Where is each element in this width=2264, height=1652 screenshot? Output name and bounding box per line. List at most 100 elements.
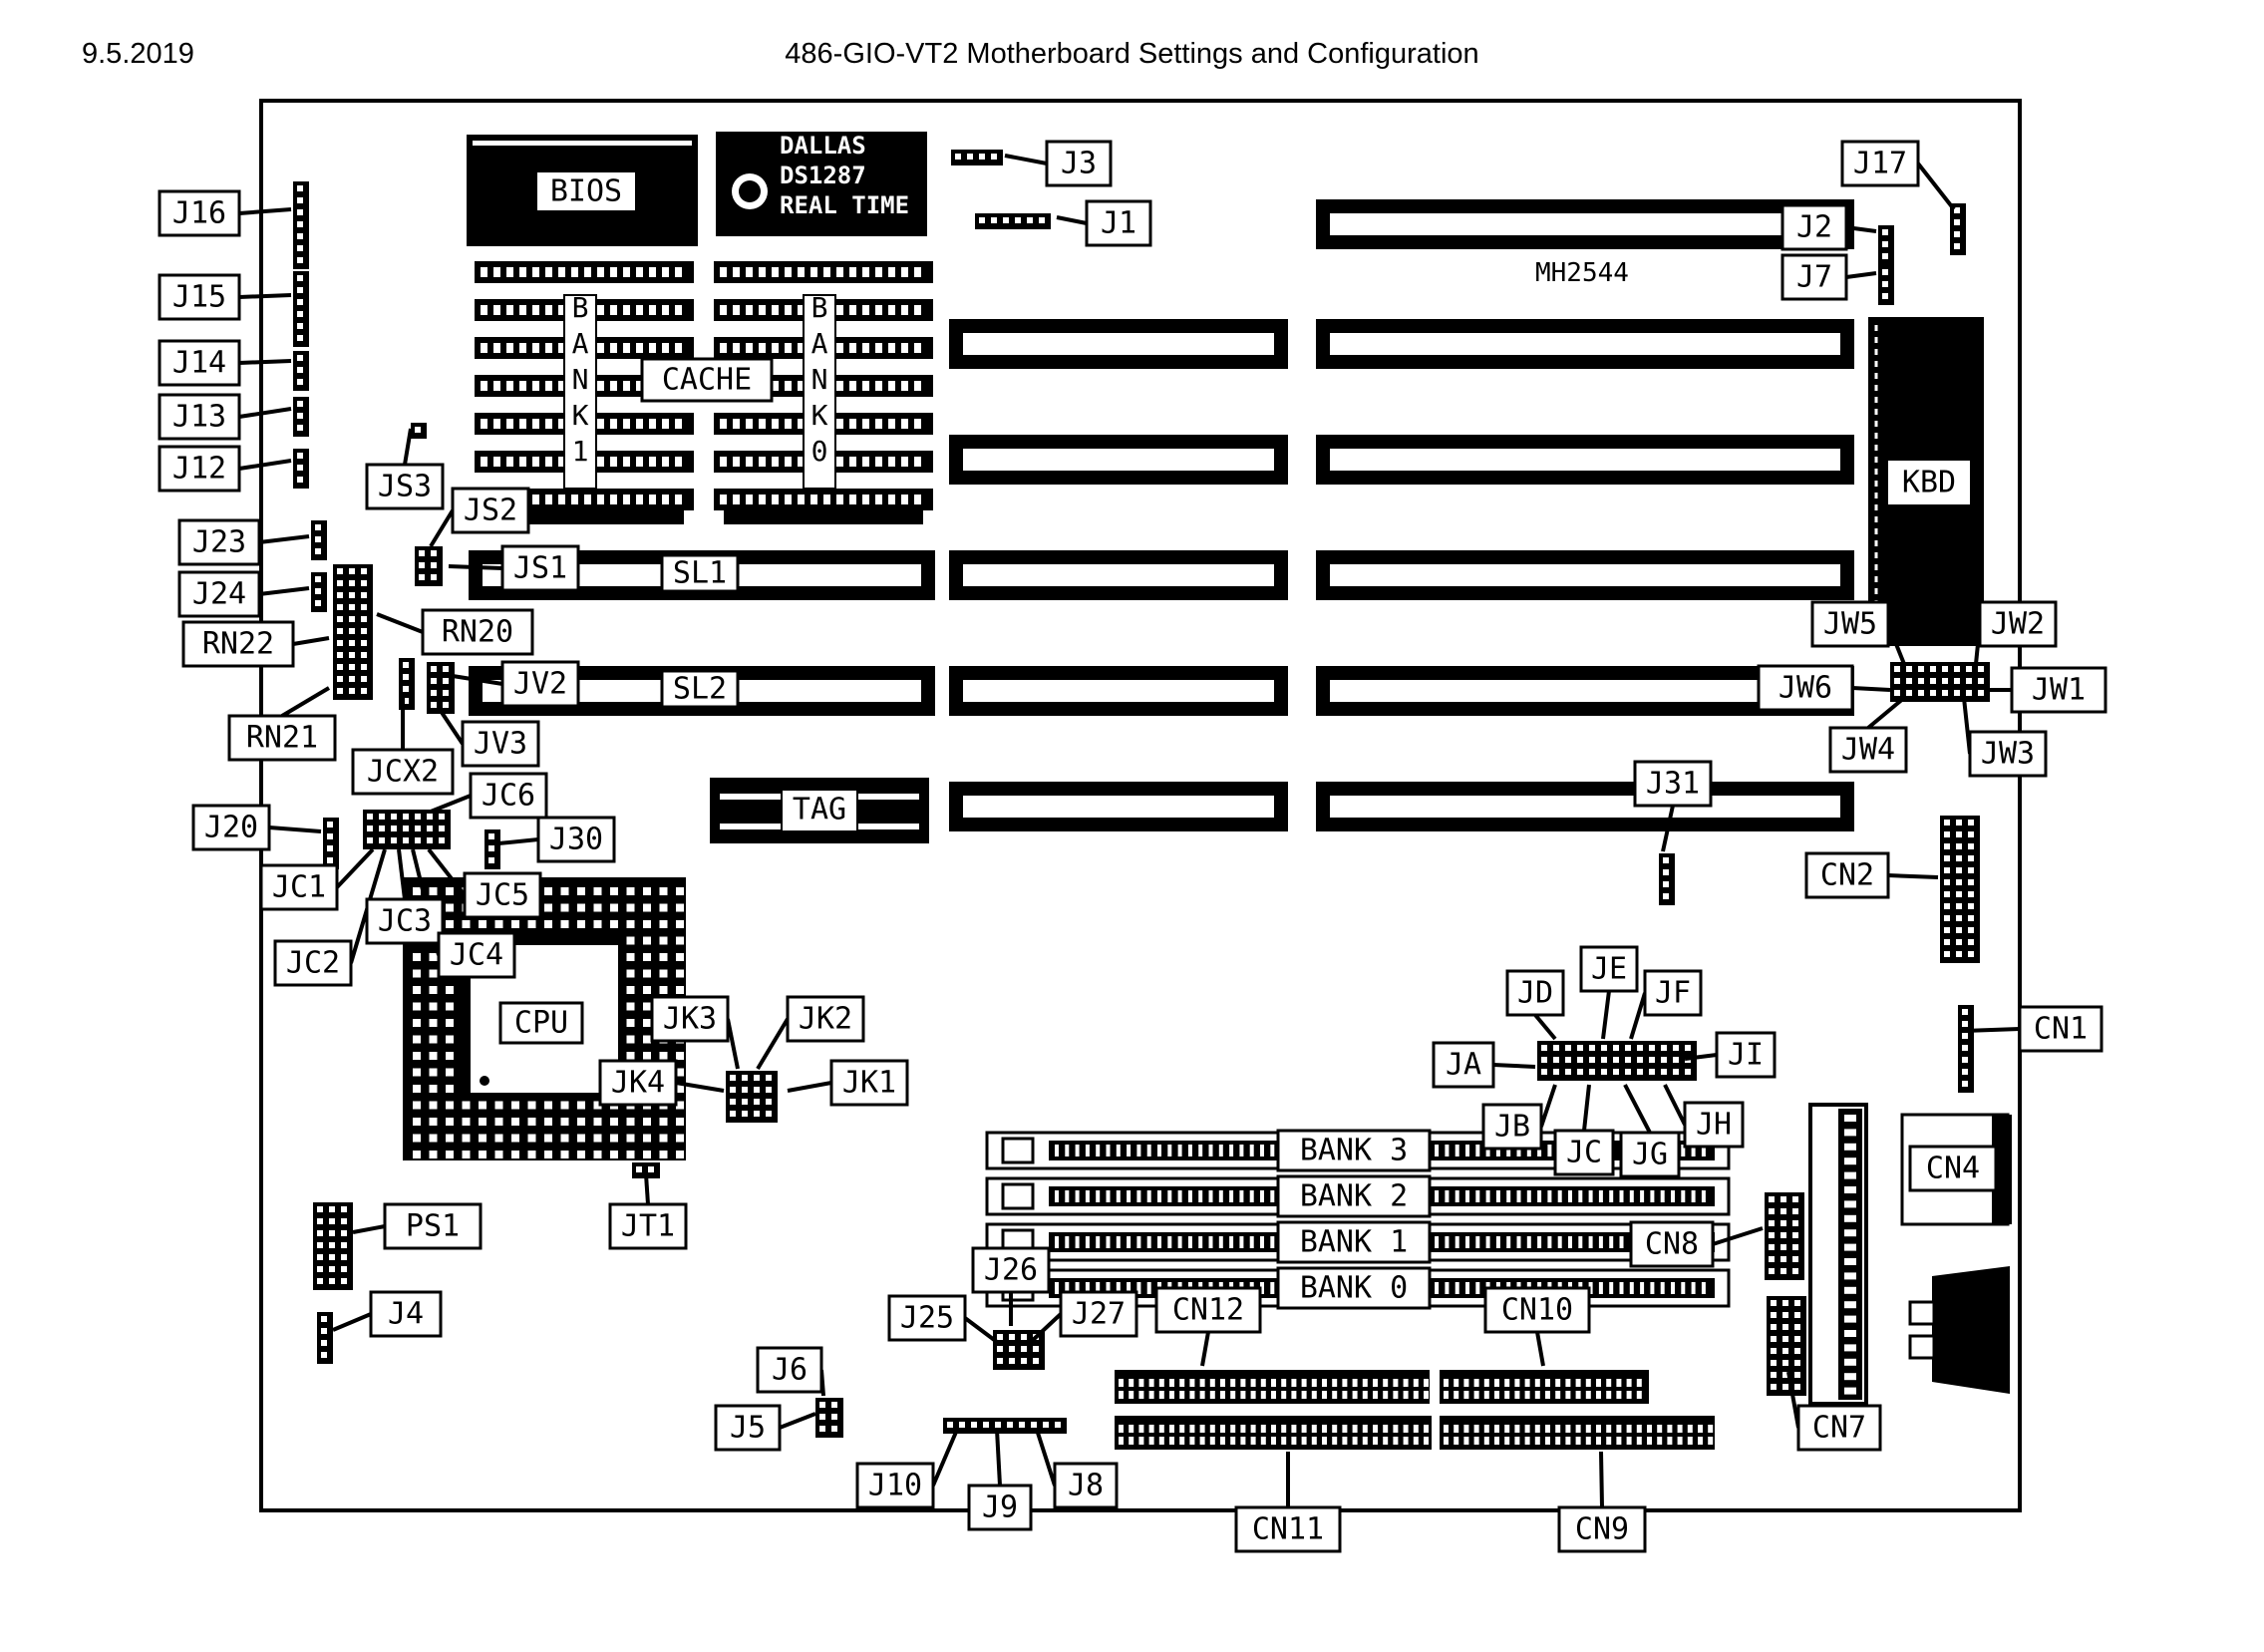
leader-jv2 <box>452 674 503 686</box>
leader-j3 <box>1004 154 1048 165</box>
label-text-j31: J31 <box>1646 767 1700 802</box>
leader-rn20 <box>376 612 424 634</box>
leader-jh <box>1663 1084 1687 1126</box>
rtc-line-3: REAL TIME <box>780 191 909 219</box>
simm-bank-label-text: BANK 3 <box>1300 1134 1408 1168</box>
leader-jd <box>1533 1013 1557 1041</box>
leader-cn7 <box>1786 1371 1800 1429</box>
label-js3: JS3 <box>365 463 445 510</box>
label-text-j26: J26 <box>984 1253 1038 1288</box>
cpu-socket: CPU <box>403 877 686 1160</box>
label-text-jb: JB <box>1494 1110 1530 1145</box>
leader-cn2 <box>1887 873 1939 879</box>
simm-bank-label: BANK 2 <box>1276 1174 1432 1218</box>
bios-label: BIOS <box>550 174 622 209</box>
leader-jv3 <box>437 706 465 746</box>
leader-j17 <box>1916 162 1956 211</box>
label-text-ps1: PS1 <box>406 1209 460 1244</box>
label-jc4: JC4 <box>437 931 516 979</box>
sl1-label: SL1 <box>660 553 740 593</box>
leader-jg <box>1623 1084 1652 1134</box>
leader-j23 <box>258 534 310 544</box>
leader-j7 <box>1845 271 1877 279</box>
leader-ps1 <box>352 1224 386 1234</box>
label-text-jw2: JW2 <box>1991 607 2045 642</box>
leader-jk4 <box>675 1081 725 1093</box>
expansion-slot <box>1316 319 1854 369</box>
jumper-jv2-jv3 <box>427 662 455 714</box>
label-text-jw5: JW5 <box>1823 607 1877 642</box>
label-jk1: JK1 <box>829 1059 909 1107</box>
leader-je <box>1601 990 1611 1040</box>
sl2-label: SL2 <box>660 669 740 709</box>
label-cn8: CN8 <box>1629 1220 1715 1268</box>
label-jc1: JC1 <box>259 863 339 911</box>
label-j3: J3 <box>1045 140 1113 187</box>
label-text-j14: J14 <box>172 346 226 381</box>
leader-jw4 <box>1866 696 1906 730</box>
leader-js1 <box>448 564 503 570</box>
leader-jk3 <box>726 1018 740 1070</box>
label-jt1: JT1 <box>608 1202 688 1250</box>
jumper-j3 <box>951 150 1003 165</box>
label-j16: J16 <box>158 189 241 237</box>
label-text-j2: J2 <box>1796 210 1832 245</box>
label-text-jh: JH <box>1696 1108 1732 1143</box>
leader-j30 <box>497 837 539 845</box>
label-jv2: JV2 <box>500 660 580 708</box>
label-text-cn11: CN11 <box>1252 1512 1324 1547</box>
label-text-jk1: JK1 <box>842 1066 896 1101</box>
label-text-jc5: JC5 <box>476 878 529 913</box>
label-text-j13: J13 <box>172 400 226 435</box>
leader-cn12 <box>1200 1331 1210 1367</box>
leader-jc5 <box>427 847 467 897</box>
label-text-jc: JC <box>1566 1136 1602 1170</box>
label-cn7: CN7 <box>1796 1404 1882 1452</box>
label-cn11: CN11 <box>1234 1505 1342 1553</box>
jumper-cn2 <box>1940 816 1980 963</box>
jumper-cn1 <box>1958 1005 1974 1093</box>
label-text-jd: JD <box>1517 976 1553 1011</box>
label-jb: JB <box>1481 1103 1543 1151</box>
jumper-j5-j6 <box>815 1398 843 1438</box>
expansion-slot <box>1316 199 1854 249</box>
label-ps1: PS1 <box>383 1202 483 1250</box>
label-cn2: CN2 <box>1804 851 1890 899</box>
document-title: 486-GIO-VT2 Motherboard Settings and Con… <box>785 38 1479 70</box>
label-text-j9: J9 <box>982 1490 1018 1525</box>
label-text-je: JE <box>1591 952 1627 987</box>
leader-jb <box>1539 1084 1557 1128</box>
leader-cn10 <box>1535 1331 1545 1367</box>
expansion-slot <box>949 666 1288 716</box>
label-text-jw4: JW4 <box>1841 733 1895 768</box>
label-text-jc6: JC6 <box>482 779 535 814</box>
document-date: 9.5.2019 <box>82 38 194 70</box>
label-text-cn2: CN2 <box>1820 858 1874 893</box>
label-jg: JG <box>1619 1131 1681 1178</box>
jumper-j12 <box>293 449 309 489</box>
simm-bank-label: BANK 0 <box>1276 1266 1432 1310</box>
label-text-j17: J17 <box>1853 147 1907 181</box>
label-text-j6: J6 <box>772 1353 808 1388</box>
label-text-jg: JG <box>1632 1138 1668 1172</box>
label-text-j3: J3 <box>1061 147 1097 181</box>
label-jw2: JW2 <box>1978 600 2058 648</box>
jumper-j13 <box>293 397 309 437</box>
cache-label-text: CACHE <box>662 363 752 398</box>
ide-connectors <box>1115 1370 1715 1450</box>
rtc-line-2: DS1287 <box>780 162 866 189</box>
svg-text:SL1: SL1 <box>673 556 727 591</box>
tag-label: TAG <box>793 793 846 827</box>
jumper-jk-jumpers <box>726 1071 778 1123</box>
label-cn4: CN4 <box>1908 1145 1998 1192</box>
label-j15: J15 <box>158 273 241 321</box>
label-text-jv3: JV3 <box>474 727 527 762</box>
leader-j1 <box>1056 215 1088 225</box>
label-jw3: JW3 <box>1968 730 2048 778</box>
label-text-cn4: CN4 <box>1926 1152 1980 1186</box>
